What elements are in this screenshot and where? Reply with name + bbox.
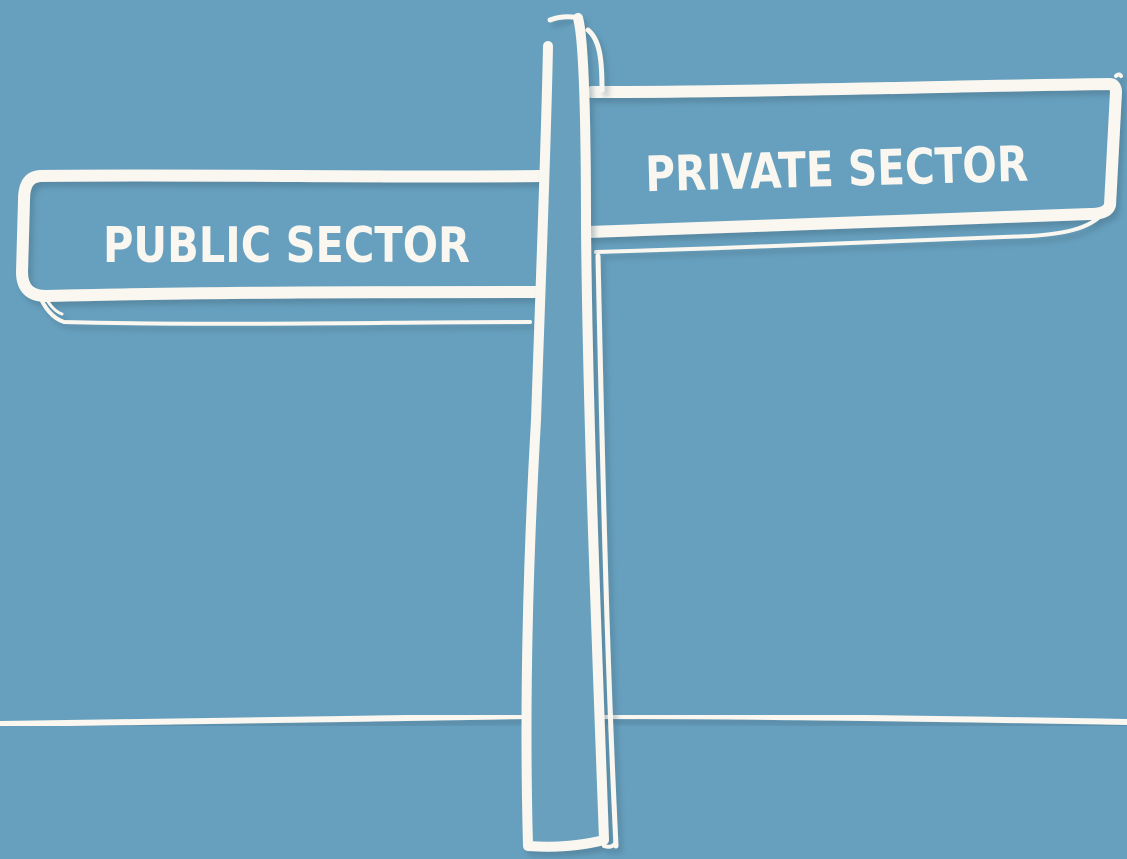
signpost-pole xyxy=(521,13,619,852)
private-sector-label: PRIVATE SECTOR xyxy=(644,136,1028,204)
ground-line xyxy=(0,713,1127,727)
private-sector-sign xyxy=(582,72,1123,254)
public-sector-label: PUBLIC SECTOR xyxy=(103,217,470,274)
public-sector-sign xyxy=(16,169,546,326)
